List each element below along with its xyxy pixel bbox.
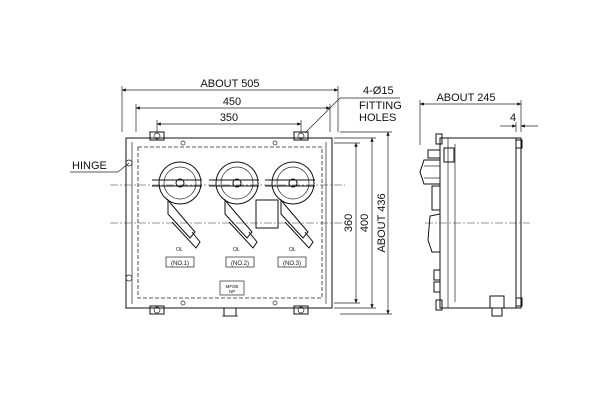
nameplate-line2: NP	[229, 289, 235, 294]
dim-depth-4: 4	[510, 112, 516, 124]
dim-about-505: ABOUT 505	[200, 78, 259, 90]
dim-350: 350	[220, 112, 238, 124]
dim-fitting-1: FITTING	[359, 100, 402, 112]
door-outline	[137, 146, 323, 299]
switch-3-off-mark: OL	[289, 247, 296, 253]
label-no3: (NO.3)	[283, 261, 301, 267]
side-dimensions: ABOUT 245 4	[419, 92, 538, 145]
front-dimensions: ABOUT 505 450 350 4-Ø15 FITTING HOLES HI…	[70, 78, 402, 315]
front-view: OL OL OL (NO.1) (NO.2)	[110, 131, 345, 317]
dim-about-245: ABOUT 245	[436, 92, 495, 104]
side-view	[419, 133, 530, 317]
switch-3: OL	[265, 161, 315, 253]
dim-450: 450	[223, 96, 241, 108]
tab-bottom-left	[149, 305, 165, 315]
dim-hinge: HINGE	[72, 160, 107, 172]
fitting-holes	[125, 132, 305, 314]
dim-holes-spec: 4-Ø15	[363, 85, 394, 97]
switch-1-off-mark: OL	[176, 247, 183, 253]
nameplate-line1: MF/85	[226, 284, 239, 289]
tab-bottom-right	[293, 305, 309, 315]
switch-2-off-mark: OL	[233, 247, 240, 253]
dim-fitting-2: HOLES	[359, 112, 396, 124]
switch-2: OL	[209, 161, 259, 253]
dim-360: 360	[343, 214, 355, 232]
dim-400: 400	[359, 214, 371, 232]
dim-about-436: ABOUT 436	[376, 193, 388, 252]
cable-gland	[223, 307, 237, 317]
viewing-window	[255, 199, 279, 229]
label-no1: (NO.1)	[171, 261, 189, 267]
label-no2: (NO.2)	[231, 261, 249, 267]
switch-1: OL	[152, 161, 202, 253]
